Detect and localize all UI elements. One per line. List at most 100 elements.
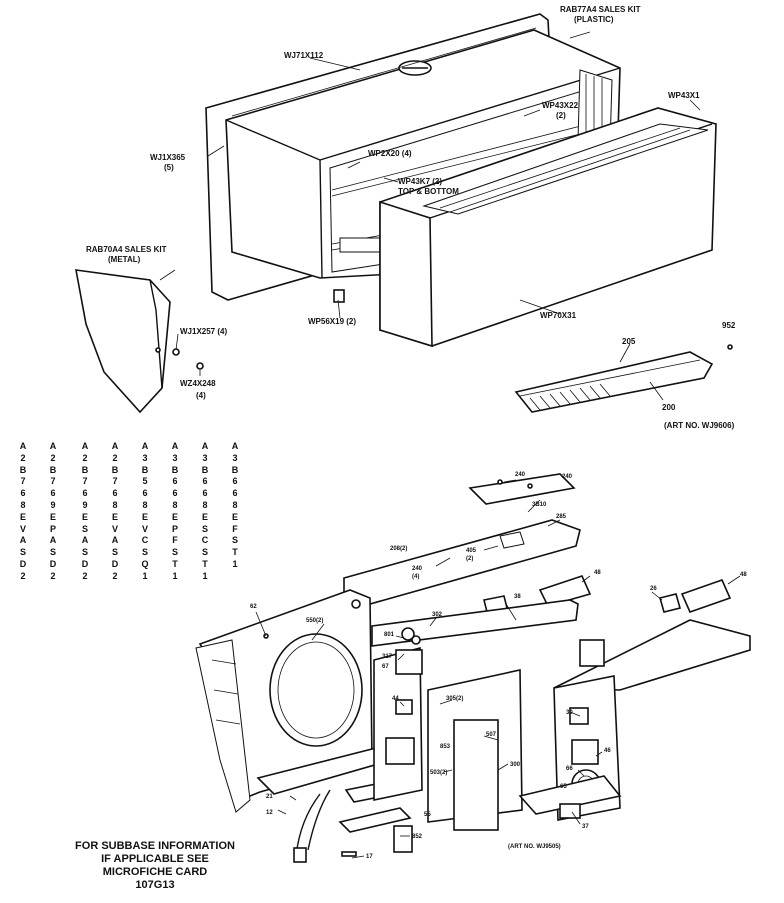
center-control-box: [371, 599, 579, 831]
model-character: 2: [50, 452, 56, 463]
model-character: B: [111, 464, 119, 475]
model-character: 9: [82, 499, 88, 510]
callout-38: 38: [514, 594, 521, 600]
filter-bracket: [514, 344, 733, 413]
model-character: B: [141, 464, 149, 475]
model-character: T: [172, 558, 178, 569]
callout-17: 17: [366, 854, 373, 860]
callout-wz4x248-qty: (4): [196, 391, 206, 400]
model-character: 6: [50, 488, 56, 499]
callout-550: 550(2): [306, 618, 323, 624]
callout-240-ring: 240: [562, 474, 573, 480]
model-character: A: [49, 441, 57, 451]
callout-wp43x22-qty: (2): [556, 111, 566, 120]
model-character: S: [111, 547, 118, 558]
model-character: S: [81, 547, 88, 558]
model-character: T: [232, 547, 238, 558]
model-character: 3: [202, 452, 208, 463]
callout-65: 65: [560, 784, 567, 790]
model-character: E: [111, 511, 118, 522]
subbase-note-line-1: FOR SUBBASE INFORMATION: [75, 840, 235, 852]
callout-rab70a4-kit: RAB70A4 SALES KIT: [86, 245, 167, 254]
subbase-note-line-3: MICROFICHE CARD: [102, 866, 208, 878]
model-character: T: [202, 558, 208, 569]
subbase-note-line-4: 107G13: [135, 879, 175, 891]
model-character: 6: [232, 488, 238, 499]
model-character: V: [19, 523, 26, 534]
callout-62: 62: [250, 604, 257, 610]
model-character: 1: [202, 570, 208, 581]
callout-200: 200: [662, 403, 676, 412]
callout-317: 317: [382, 654, 393, 660]
callout-wj1x365: WJ1X365: [150, 153, 186, 162]
model-character: 8: [112, 499, 118, 510]
model-character: 6: [20, 488, 26, 499]
callout-rab70a4-material: (METAL): [108, 255, 141, 264]
callout-205: 205: [622, 337, 636, 346]
right-chassis-assembly: [518, 619, 751, 821]
model-character: B: [231, 464, 239, 475]
model-character: E: [49, 511, 56, 522]
callout-44: 44: [392, 696, 399, 702]
model-character: 7: [82, 476, 88, 487]
callout-853: 853: [440, 744, 451, 750]
callout-507: 507: [486, 732, 497, 738]
fan-shroud-assembly: [195, 589, 373, 813]
model-character: A: [81, 535, 89, 546]
callout-240b-qty: (4): [412, 574, 419, 580]
model-character: A: [231, 441, 239, 451]
model-character: 1: [172, 570, 178, 581]
callout-wp43k7: WP43K7 (2): [398, 177, 442, 186]
model-character: B: [81, 464, 89, 475]
callout-rab77a4-kit: RAB77A4 SALES KIT: [560, 5, 641, 14]
model-character: F: [232, 523, 238, 534]
callout-208: 208(2): [390, 546, 407, 552]
model-character: E: [81, 511, 88, 522]
model-character: 2: [82, 570, 88, 581]
model-character: 6: [112, 488, 118, 499]
model-character: 8: [20, 499, 26, 510]
control-panel-assembly: [343, 473, 732, 617]
clip-part: [333, 289, 345, 303]
callout-302: 302: [432, 612, 443, 618]
callout-3b10: 3B10: [532, 502, 547, 508]
callout-wp70x31: WP70X31: [540, 311, 577, 320]
model-character: S: [201, 523, 208, 534]
model-character: 6: [172, 476, 178, 487]
callout-67: 67: [382, 664, 389, 670]
model-character: 8: [142, 499, 148, 510]
callout-12: 12: [266, 810, 273, 816]
leader-lines-bottom: [255, 479, 741, 859]
callout-30: 30: [566, 710, 573, 716]
model-character: 5: [142, 476, 148, 487]
callout-405: 405: [466, 548, 477, 554]
model-character: A: [19, 441, 27, 451]
model-character: F: [172, 535, 178, 546]
leader-lines-top: [159, 31, 701, 401]
model-character: 2: [50, 570, 56, 581]
model-character: 6: [82, 488, 88, 499]
model-character: Q: [141, 558, 149, 569]
model-character: 2: [112, 570, 118, 581]
model-character: 2: [112, 452, 118, 463]
subbase-note-line-2: IF APPLICABLE SEE: [101, 853, 209, 865]
callout-art-no-top: (ART NO. WJ9606): [664, 421, 735, 430]
callout-952: 952: [722, 321, 736, 330]
model-character: S: [231, 535, 238, 546]
model-character: P: [171, 523, 178, 534]
model-character: 1: [232, 558, 238, 569]
model-character: 8: [202, 499, 208, 510]
callout-48a: 48: [594, 570, 601, 576]
model-character: D: [111, 558, 119, 569]
model-character: 3: [142, 452, 148, 463]
callout-66: 66: [566, 766, 573, 772]
model-character: B: [201, 464, 209, 475]
callout-405-qty: (2): [466, 556, 473, 562]
model-character: S: [201, 547, 208, 558]
model-character: 6: [202, 476, 208, 487]
